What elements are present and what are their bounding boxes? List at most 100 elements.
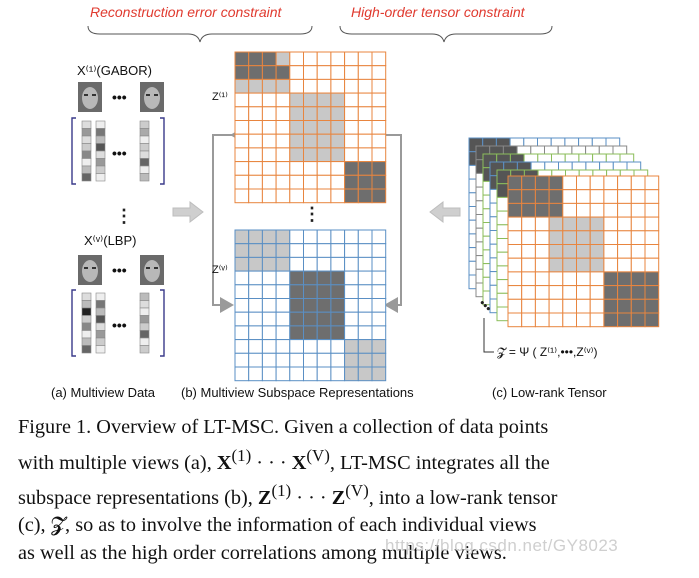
matrix-cell [289, 161, 304, 176]
matrix-cell [289, 311, 304, 327]
matrix-cell [357, 188, 373, 204]
feature-cell [81, 345, 92, 354]
matrix-cell [576, 230, 591, 246]
matrix-cell [344, 339, 359, 354]
face-shape [82, 87, 98, 109]
feature-cell [139, 300, 150, 309]
matrix-cell [344, 147, 359, 163]
matrix-cell [261, 298, 277, 313]
sup-v: (V) [306, 445, 330, 465]
matrix-cell [248, 229, 263, 245]
matrix-cell [344, 284, 359, 299]
matrix-cell [617, 285, 632, 300]
matrix-cell [603, 298, 619, 314]
matrix-z1 [234, 51, 387, 204]
face-shape [144, 87, 160, 109]
matrix-cell [534, 285, 550, 300]
feature-cell [95, 322, 106, 331]
matrix-cell [507, 175, 523, 191]
matrix-cell [507, 202, 523, 218]
matrix-cell [644, 298, 660, 314]
face-thumbnails-bottom: ••• [78, 255, 164, 285]
eye-icon [146, 267, 150, 269]
matrix-cell [234, 188, 250, 204]
caption-line-2-pre: with multiple views (a), [18, 451, 217, 474]
matrix-cell [234, 133, 250, 149]
matrix-cell [289, 270, 304, 286]
matrix-cell [507, 285, 523, 300]
matrix-cell [576, 257, 591, 273]
feature-cell [81, 337, 92, 346]
symbol-x1: X [216, 451, 232, 474]
feature-cell [81, 330, 92, 339]
matrix-cell [562, 285, 577, 300]
matrix-cell [303, 147, 318, 163]
matrix-cell [603, 312, 619, 328]
matrix-cell [548, 312, 564, 328]
matrix-cell [316, 339, 332, 354]
matrix-cell [330, 256, 346, 272]
left-bracket [71, 117, 76, 185]
matrix-cell [644, 189, 660, 204]
matrix-cell [644, 175, 660, 191]
matrix-cell [548, 202, 564, 218]
matrix-cell [303, 311, 318, 327]
matrix-cell [644, 230, 660, 246]
matrix-cell [330, 366, 346, 382]
matrix-cell [371, 366, 387, 382]
matrix-cell [275, 256, 291, 272]
matrix-cell [330, 92, 346, 108]
matrix-cell [357, 298, 373, 313]
matrix-cell [234, 325, 250, 341]
matrix-cell [534, 189, 550, 204]
matrix-cell [603, 257, 619, 273]
low-rank-tensor: ••• [468, 137, 660, 328]
matrix-cell [248, 339, 263, 354]
feature-cell [139, 158, 150, 167]
matrix-cell [330, 284, 346, 299]
matrix-cell [507, 230, 523, 246]
matrix-cell [330, 352, 346, 368]
matrix-cell [330, 161, 346, 176]
eye-icon [84, 267, 88, 269]
matrix-cell [357, 106, 373, 122]
header-label-reconstruction: Reconstruction error constraint [90, 4, 283, 20]
matrix-cell [275, 147, 291, 163]
matrix-cell [521, 257, 536, 273]
matrix-cell [330, 270, 346, 286]
matrix-cell [248, 147, 263, 163]
matrix-cell [275, 229, 291, 245]
matrix-cell [303, 339, 318, 354]
feature-cell [95, 143, 106, 152]
matrix-cell [261, 366, 277, 382]
matrix-cell [576, 285, 591, 300]
matrix-cell [521, 189, 536, 204]
matrix-cell [330, 106, 346, 122]
matrix-cell [248, 92, 263, 108]
matrix-cell [630, 175, 646, 191]
feature-cell [139, 150, 150, 159]
matrix-cell [521, 271, 536, 287]
matrix-cell [303, 366, 318, 382]
matrix-cell [330, 51, 346, 67]
matrix-cell [344, 352, 359, 368]
matrix-cell [507, 271, 523, 287]
matrix-cell [603, 285, 619, 300]
connector-right [374, 127, 402, 313]
matrix-cell [644, 216, 660, 232]
face-thumbnails-top: ••• [78, 82, 164, 112]
matrix-cell [289, 284, 304, 299]
matrix-cell [630, 312, 646, 328]
symbol-z1: Z [257, 486, 272, 509]
matrix-cell [289, 352, 304, 368]
matrix-cell [303, 120, 318, 135]
matrix-cell [316, 65, 332, 80]
matrix-cell [548, 285, 564, 300]
matrix-cell [248, 270, 263, 286]
matrix-cell [507, 298, 523, 314]
matrix-cell [261, 311, 277, 327]
feature-cell [95, 292, 106, 301]
matrix-cell [371, 284, 387, 299]
sup-z1: (1) [271, 480, 292, 500]
matrix-cell [248, 78, 263, 94]
